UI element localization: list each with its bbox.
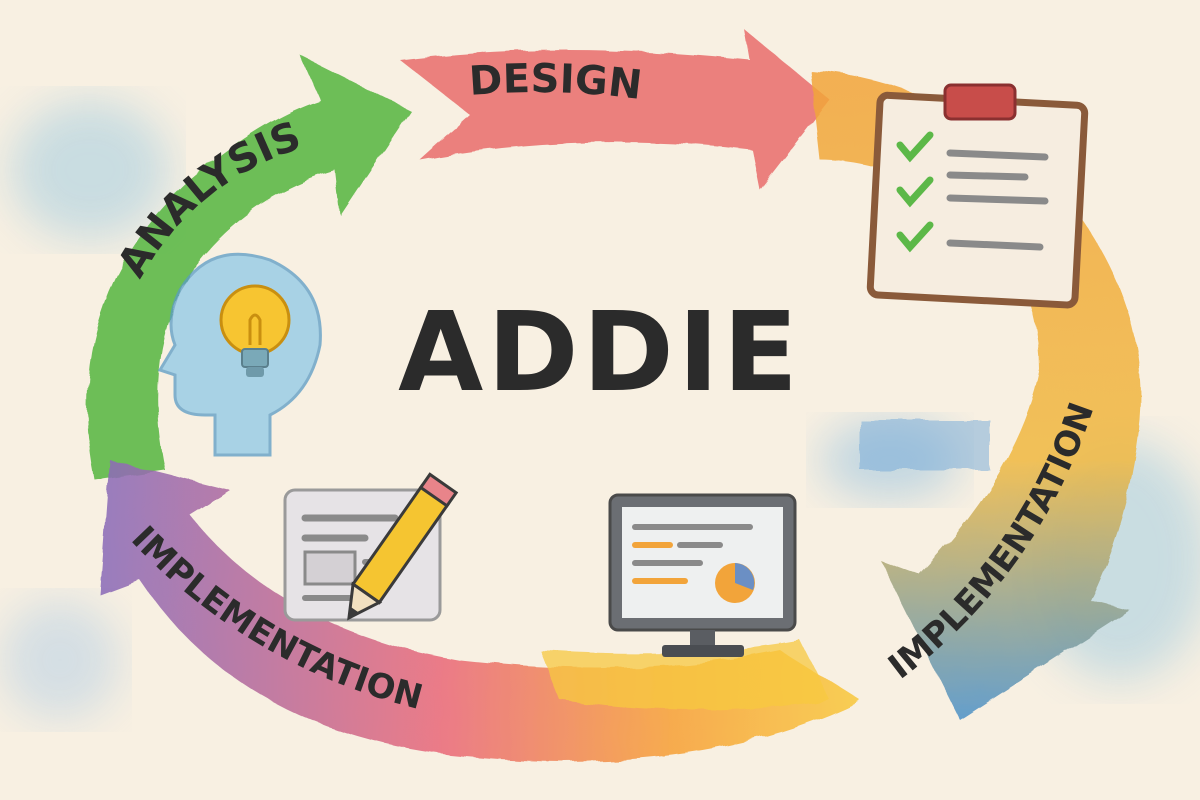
computer-monitor-icon xyxy=(608,493,797,657)
head-lightbulb-icon xyxy=(157,252,322,457)
analysis-arrow xyxy=(87,55,411,480)
design-label: DESIGN xyxy=(468,56,645,109)
evaluation-arrow xyxy=(100,460,860,761)
document-pencil-icon xyxy=(283,472,459,622)
page-title: ADDIE xyxy=(398,288,802,416)
design-arrow xyxy=(400,30,830,190)
clipboard-checklist-icon xyxy=(866,83,1089,309)
